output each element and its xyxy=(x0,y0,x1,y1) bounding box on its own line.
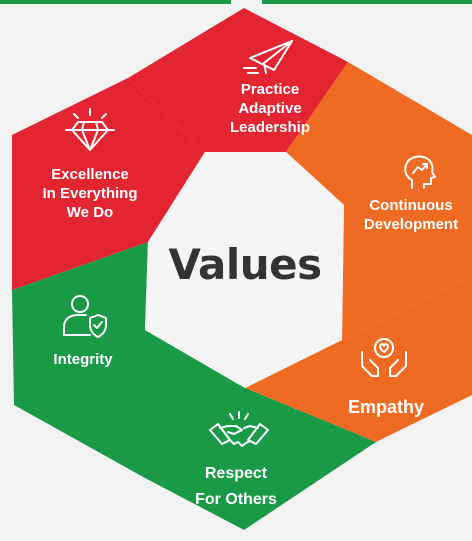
segment-integrity xyxy=(12,242,148,478)
top-accent-bar-right xyxy=(262,0,472,4)
label-excellence: Excellence In Everything We Do xyxy=(42,166,138,221)
segment-practice xyxy=(128,8,348,152)
label-empathy: Empathy xyxy=(347,397,425,417)
hands-heart-icon xyxy=(361,338,407,377)
segment-excellence xyxy=(12,78,205,290)
paper-plane-icon xyxy=(243,40,293,74)
segment-respect xyxy=(145,330,376,530)
center-hexagon xyxy=(145,152,344,388)
top-accent-bar-left xyxy=(0,0,231,4)
label-integrity: Integrity xyxy=(53,351,113,368)
segment-continuous xyxy=(286,62,472,340)
label-practice: Practice Adaptive Leadership xyxy=(229,81,311,136)
label-continuous: Continuous Development xyxy=(363,197,459,233)
center-title: Values xyxy=(168,240,322,289)
label-respect: Respect For Others xyxy=(195,465,277,508)
user-shield-icon xyxy=(63,295,107,338)
segment-empathy xyxy=(245,275,472,442)
handshake-icon xyxy=(209,411,269,447)
diamond-icon xyxy=(65,108,115,151)
head-growth-icon xyxy=(404,155,436,189)
